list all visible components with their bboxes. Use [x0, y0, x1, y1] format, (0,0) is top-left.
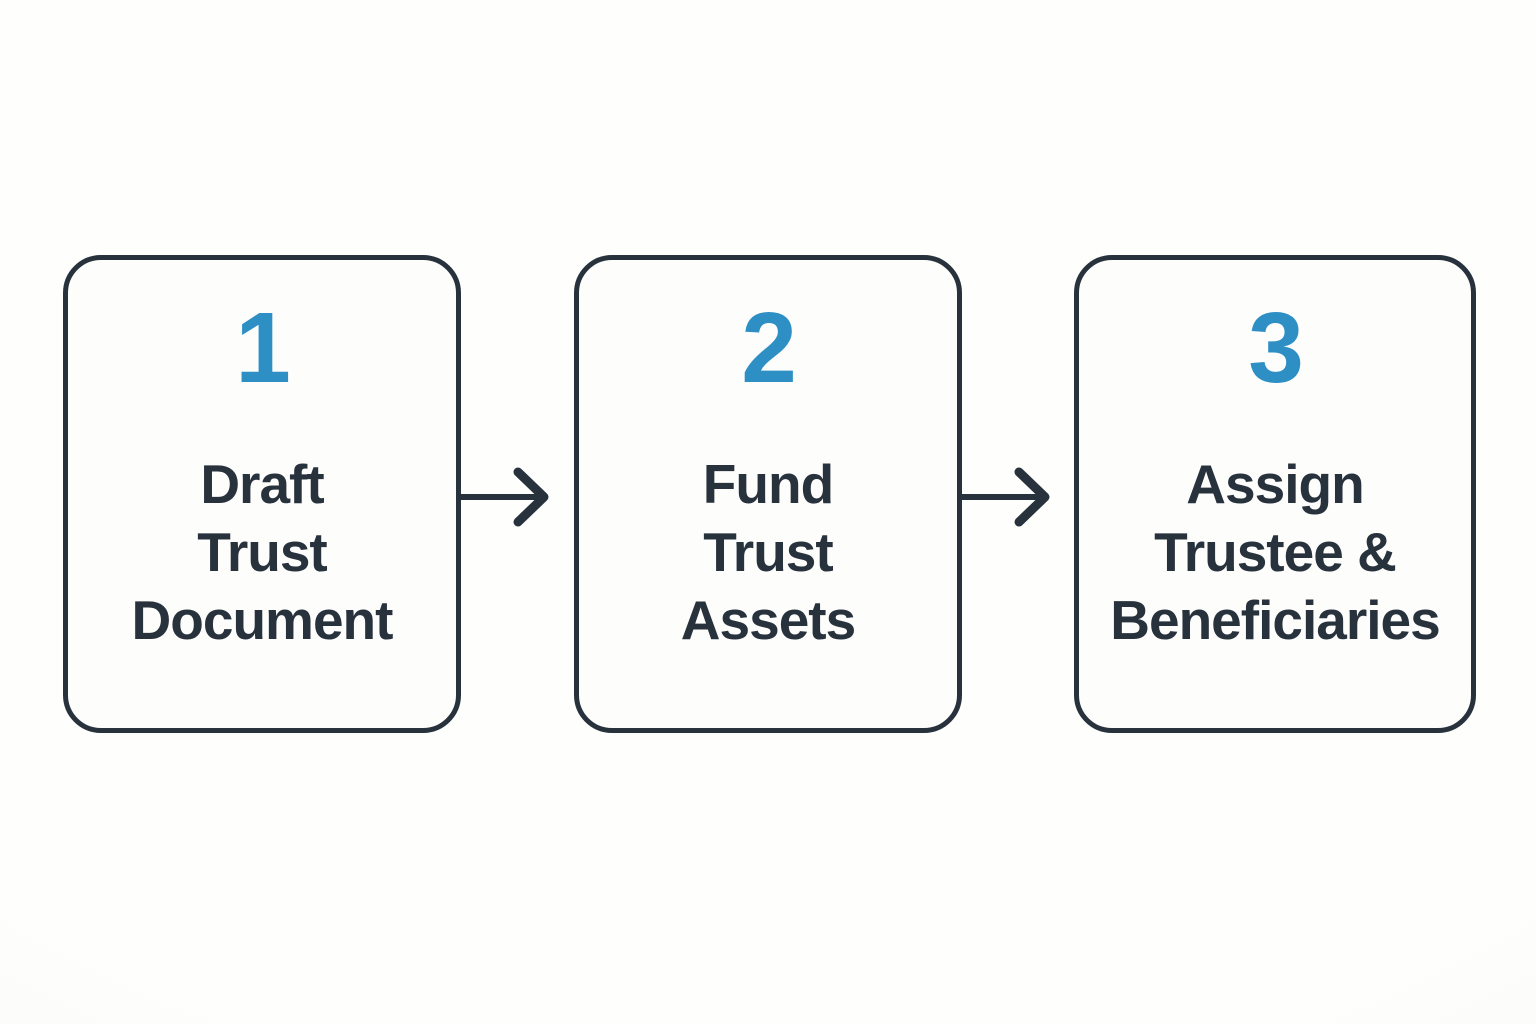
step-number: 3: [1248, 292, 1304, 404]
step-card-fund-trust-assets: 2 Fund Trust Assets: [574, 255, 962, 733]
step-number: 1: [235, 292, 291, 404]
step-number: 2: [741, 292, 797, 404]
step-label-line: Trust: [703, 521, 833, 583]
step-label: Fund Trust Assets: [680, 450, 856, 654]
step-label: Draft Trust Document: [131, 450, 394, 654]
step-label-line: Draft: [200, 453, 324, 515]
step-label-line: Trustee &: [1154, 521, 1397, 583]
step-label-line: Trust: [197, 521, 327, 583]
step-card-assign-trustee-beneficiaries: 3 Assign Trustee & Beneficiaries: [1074, 255, 1476, 733]
arrow-right-icon: [960, 465, 1052, 529]
step-label-line: Document: [131, 589, 394, 651]
step-card-draft-trust-document: 1 Draft Trust Document: [63, 255, 461, 733]
arrow-right-icon: [459, 465, 551, 529]
step-label-line: Assets: [680, 589, 856, 651]
step-label: Assign Trustee & Beneficiaries: [1110, 450, 1440, 654]
step-label-line: Beneficiaries: [1110, 589, 1440, 651]
step-label-line: Assign: [1186, 453, 1364, 515]
step-label-line: Fund: [702, 453, 834, 515]
